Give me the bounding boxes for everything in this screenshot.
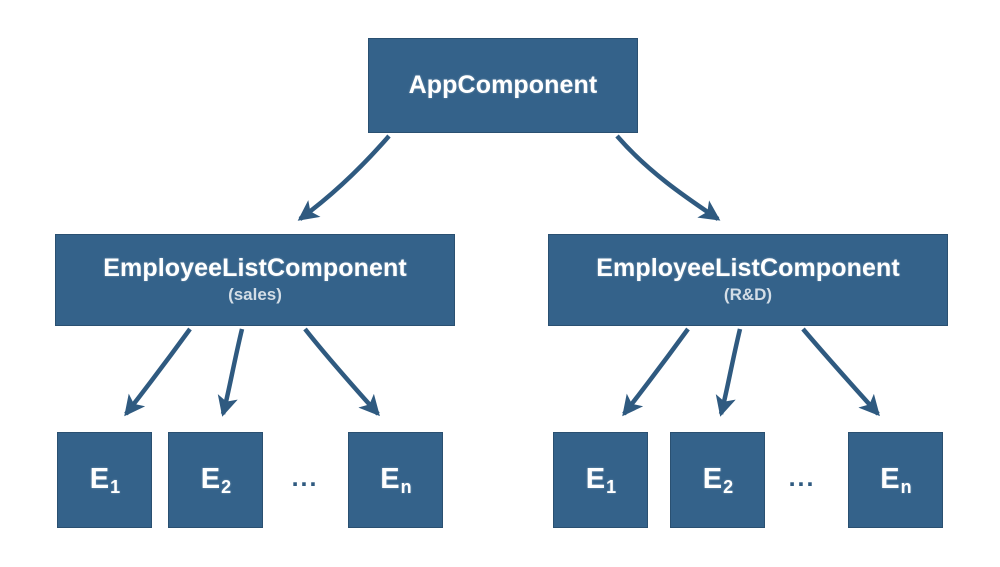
node-app-component-label: AppComponent xyxy=(408,70,598,99)
employee-index: 1 xyxy=(110,477,121,498)
employee-base-letter: E xyxy=(380,463,400,496)
connector-rnd-to-e1 xyxy=(622,327,690,417)
employee-base-letter: E xyxy=(880,463,900,496)
node-employee-list-rnd-sublabel: (R&D) xyxy=(723,285,773,305)
connector-rnd-to-en xyxy=(801,327,880,417)
employee-index: 1 xyxy=(606,477,617,498)
node-app-component[interactable]: AppComponent xyxy=(368,38,638,133)
node-employee-list-rnd[interactable]: EmployeeListComponent (R&D) xyxy=(548,234,948,326)
node-employee-list-sales[interactable]: EmployeeListComponent (sales) xyxy=(55,234,455,326)
connector-sales-to-e1 xyxy=(124,327,192,417)
employee-index: 2 xyxy=(221,477,232,498)
node-employee-list-rnd-label: EmployeeListComponent xyxy=(596,253,900,282)
employee-index: 2 xyxy=(723,477,734,498)
connector-app-to-sales xyxy=(297,134,391,221)
connector-app-to-rnd xyxy=(615,134,721,221)
employee-base-letter: E xyxy=(89,463,110,496)
node-employee-list-sales-sublabel: (sales) xyxy=(228,285,282,305)
employee-base-letter: E xyxy=(200,463,221,496)
employee-index: n xyxy=(900,477,912,498)
connector-sales-to-e2 xyxy=(217,328,245,417)
employee-base-letter: E xyxy=(585,463,606,496)
ellipsis-rnd: ... xyxy=(788,464,816,492)
employee-index: n xyxy=(400,477,412,498)
ellipsis-sales: ... xyxy=(291,464,319,492)
connector-sales-to-en xyxy=(303,327,380,417)
connector-rnd-to-e2 xyxy=(715,328,743,417)
employee-base-letter: E xyxy=(702,463,723,496)
node-employee-list-sales-label: EmployeeListComponent xyxy=(103,253,407,282)
